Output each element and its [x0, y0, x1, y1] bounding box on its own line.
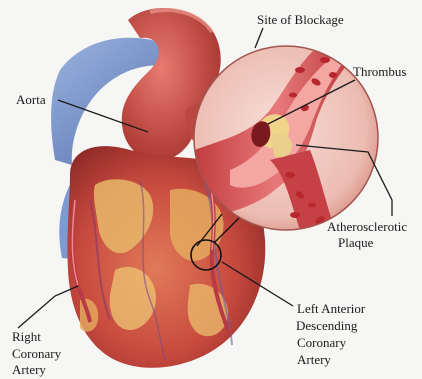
label-atherosclerotic: Atherosclerotic: [327, 219, 407, 234]
label-lad-line2: Descending: [296, 318, 357, 333]
label-thrombus: Thrombus: [353, 64, 406, 79]
label-rca-line1: Right: [12, 329, 41, 344]
label-lad-line1: Left Anterior: [297, 301, 365, 316]
label-plaque: Plaque: [338, 235, 373, 250]
label-site-of-blockage: Site of Blockage: [257, 12, 344, 27]
leader-site-of-blockage: [255, 28, 263, 48]
label-lad-line3: Coronary: [297, 335, 346, 350]
label-lad-line4: Artery: [297, 352, 331, 367]
label-rca-line3: Artery: [12, 362, 46, 377]
leader-rca: [18, 286, 78, 328]
label-rca-line2: Coronary: [12, 346, 61, 361]
label-aorta: Aorta: [16, 92, 46, 107]
magnified-view: [194, 45, 378, 230]
